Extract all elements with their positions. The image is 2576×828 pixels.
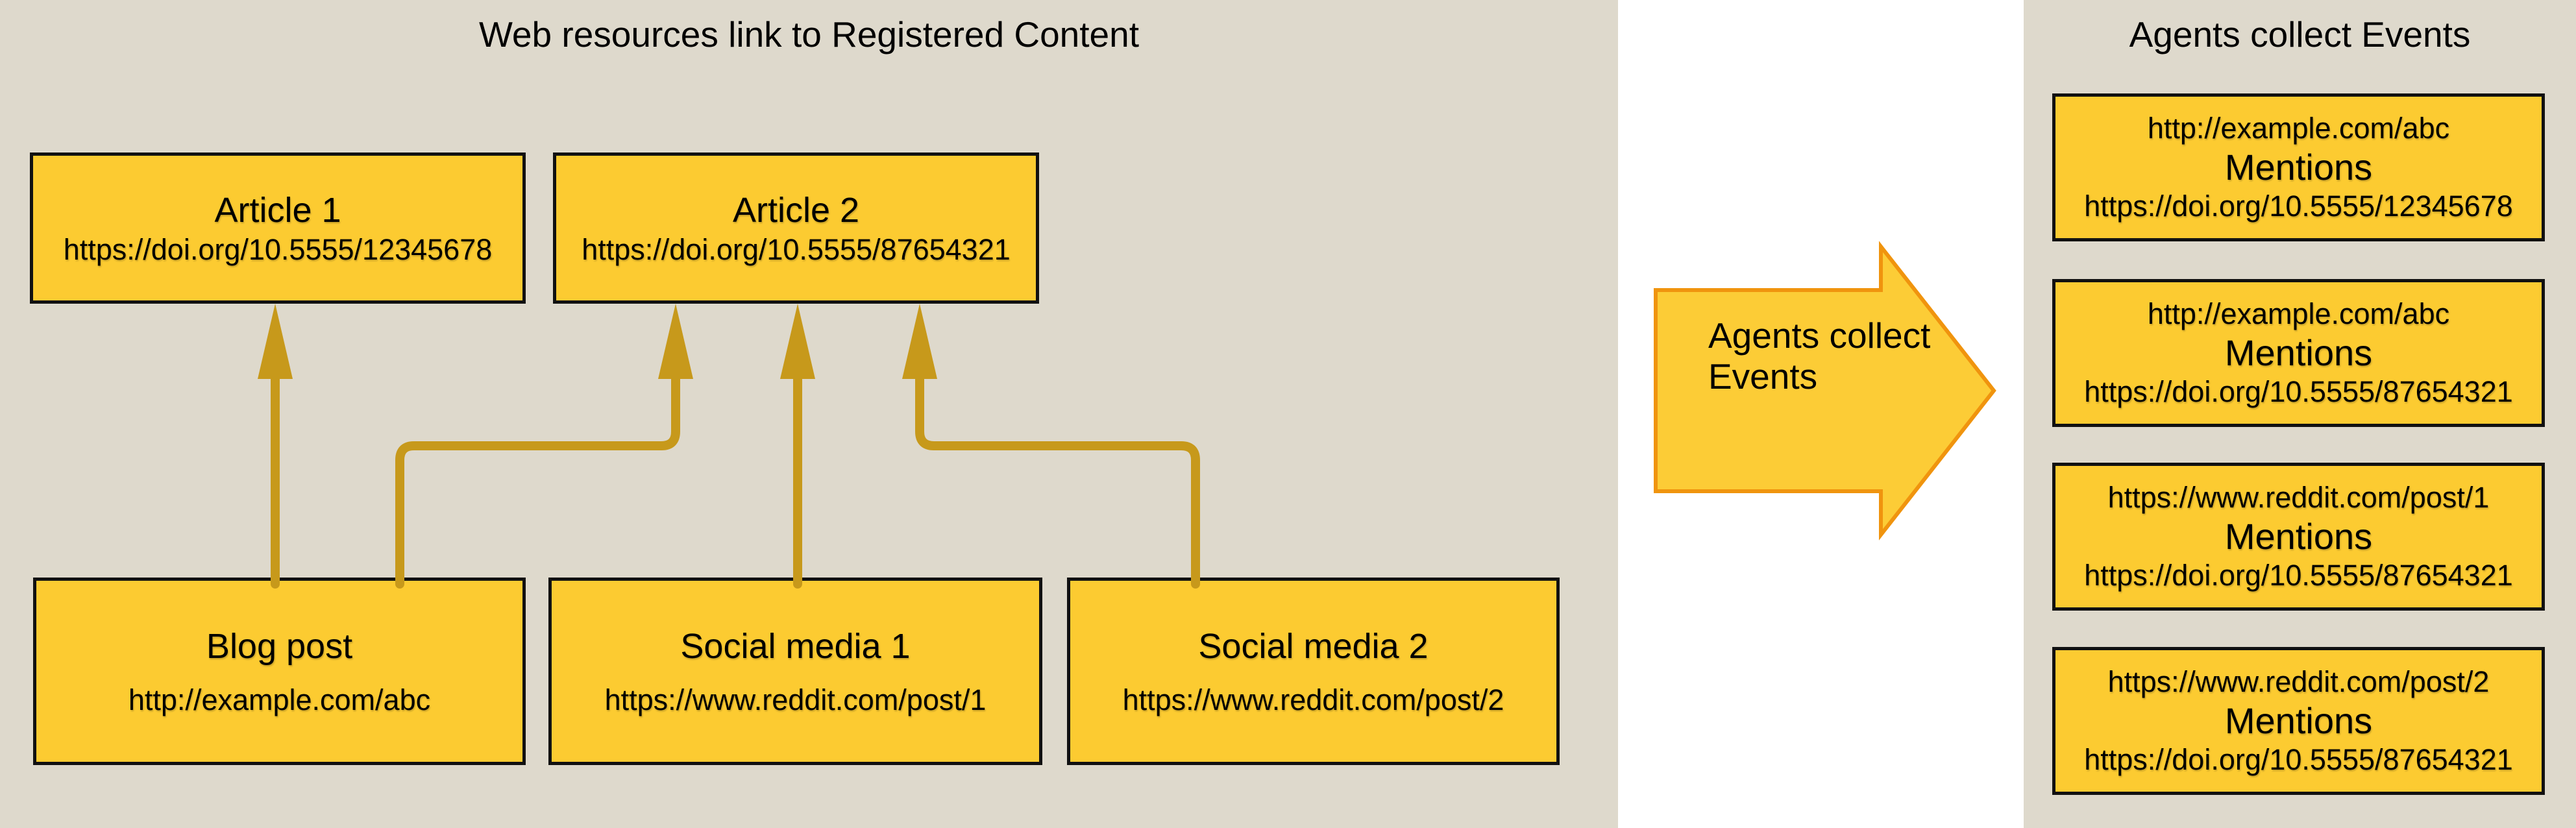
left-panel-title: Web resources link to Registered Content [479, 14, 1139, 55]
event-box-4: https://www.reddit.com/post/2 Mentions h… [2052, 647, 2545, 795]
blog-post-box: Blog post http://example.com/abc [33, 578, 526, 765]
event-1-subject: http://example.com/abc [2147, 112, 2450, 145]
event-3-object: https://doi.org/10.5555/87654321 [2084, 559, 2513, 592]
article-1-doi: https://doi.org/10.5555/12345678 [63, 232, 493, 266]
event-2-relation: Mentions [2224, 332, 2373, 373]
event-2-subject: http://example.com/abc [2147, 297, 2450, 330]
event-2-object: https://doi.org/10.5555/87654321 [2084, 375, 2513, 408]
event-1-relation: Mentions [2224, 147, 2373, 188]
social-media-2-name: Social media 2 [1198, 626, 1429, 666]
event-4-subject: https://www.reddit.com/post/2 [2107, 665, 2490, 698]
article-2-name: Article 2 [732, 190, 860, 230]
blog-post-name: Blog post [206, 626, 353, 666]
social-media-1-name: Social media 1 [680, 626, 911, 666]
arrow-label-line1: Agents collect [1708, 315, 1931, 356]
event-box-2: http://example.com/abc Mentions https://… [2052, 279, 2545, 427]
agents-collect-arrow-label: Agents collect Events [1708, 315, 1930, 397]
blog-post-url: http://example.com/abc [128, 683, 431, 716]
article-2-box: Article 2 https://doi.org/10.5555/876543… [553, 152, 1039, 304]
social-media-1-url: https://www.reddit.com/post/1 [604, 683, 987, 716]
right-panel-title: Agents collect Events [2129, 14, 2471, 55]
arrow-label-line2: Events [1708, 356, 1818, 396]
social-media-2-box: Social media 2 https://www.reddit.com/po… [1067, 578, 1560, 765]
article-2-doi: https://doi.org/10.5555/87654321 [582, 232, 1011, 266]
event-box-1: http://example.com/abc Mentions https://… [2052, 93, 2545, 241]
social-media-1-box: Social media 1 https://www.reddit.com/po… [548, 578, 1042, 765]
event-3-subject: https://www.reddit.com/post/1 [2107, 481, 2490, 514]
event-3-relation: Mentions [2224, 516, 2373, 557]
event-4-object: https://doi.org/10.5555/87654321 [2084, 743, 2513, 776]
event-1-object: https://doi.org/10.5555/12345678 [2084, 189, 2513, 223]
event-box-3: https://www.reddit.com/post/1 Mentions h… [2052, 463, 2545, 611]
article-1-box: Article 1 https://doi.org/10.5555/123456… [30, 152, 526, 304]
article-1-name: Article 1 [214, 190, 341, 230]
event-4-relation: Mentions [2224, 700, 2373, 741]
social-media-2-url: https://www.reddit.com/post/2 [1122, 683, 1504, 716]
